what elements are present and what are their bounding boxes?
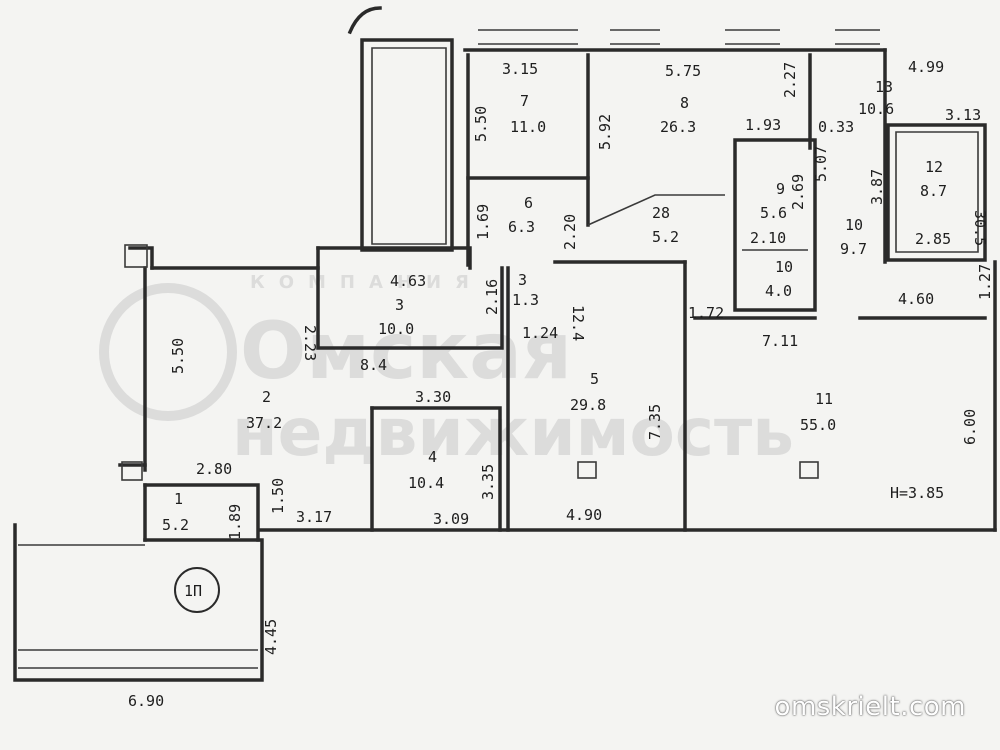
room-6-area: 6.3 <box>508 218 535 236</box>
dim: 2.80 <box>196 460 232 478</box>
room-2-number: 2 <box>262 388 271 406</box>
room-7-area: 11.0 <box>510 118 546 136</box>
stair-marker-circle <box>174 567 220 613</box>
dim: 2.27 <box>781 62 799 98</box>
room-3a-area: 1.3 <box>512 291 539 309</box>
dim: 3.09 <box>433 510 469 528</box>
dim: 1.69 <box>474 204 492 240</box>
dim: 3.17 <box>296 508 332 526</box>
dim: 2.10 <box>750 229 786 247</box>
dim: 4.99 <box>908 58 944 76</box>
dim: 7.11 <box>762 332 798 350</box>
dim: 2.69 <box>789 174 807 210</box>
room-12-area: 8.7 <box>920 182 947 200</box>
room-8-number: 8 <box>680 94 689 112</box>
dim: 3.15 <box>502 60 538 78</box>
room-28-area: 5.2 <box>652 228 679 246</box>
watermark: КОМПАНИЯ Омская недвижимость <box>99 272 794 471</box>
room-6-number: 6 <box>524 194 533 212</box>
dim: 1.89 <box>226 504 244 540</box>
dim: 5.75 <box>665 62 701 80</box>
pillar-left <box>121 461 143 481</box>
room-5-number: 5 <box>590 370 599 388</box>
dim: 4.60 <box>898 290 934 308</box>
room-1-number: 1 <box>174 490 183 508</box>
dim: 1.93 <box>745 116 781 134</box>
pillar-top-left <box>124 244 148 268</box>
room-10b-number: 10 <box>845 216 863 234</box>
dim: 5.50 <box>169 338 187 374</box>
room-9-area: 5.6 <box>760 204 787 222</box>
dim: 30.5 <box>971 210 989 246</box>
dim: 1.72 <box>688 304 724 322</box>
dim: 6.90 <box>128 692 164 710</box>
dim: 4.90 <box>566 506 602 524</box>
site-watermark: omskrielt.com <box>774 692 966 722</box>
room-13-number: 13 <box>875 78 893 96</box>
room-4-area: 10.4 <box>408 474 444 492</box>
dim: 5.92 <box>596 114 614 150</box>
dim: 1.24 <box>522 324 558 342</box>
dim: 4.45 <box>262 619 280 655</box>
room-11-area: 55.0 <box>800 416 836 434</box>
dim: 0.33 <box>818 118 854 136</box>
room-10a-number: 10 <box>775 258 793 276</box>
dim: 3.13 <box>945 106 981 124</box>
dim: 2.85 <box>915 230 951 248</box>
dim: 4.63 <box>390 272 426 290</box>
room-2-area: 37.2 <box>246 414 282 432</box>
dim: 1.27 <box>976 264 994 300</box>
room-10b-area: 9.7 <box>840 240 867 258</box>
room-10a-area: 4.0 <box>765 282 792 300</box>
watermark-line1: Омская <box>240 307 572 397</box>
dim: 8.4 <box>360 356 387 374</box>
watermark-line2: недвижимость <box>232 394 794 471</box>
pillar-room-11 <box>799 461 819 479</box>
watermark-top: КОМПАНИЯ <box>250 272 483 293</box>
room-9-number: 9 <box>776 180 785 198</box>
pillar-room-5 <box>577 461 597 479</box>
walls <box>13 6 997 682</box>
dim: 1.50 <box>269 478 287 514</box>
room-11-number: 11 <box>815 390 833 408</box>
room-1-area: 5.2 <box>162 516 189 534</box>
room-3-number: 3 <box>395 296 404 314</box>
stair-label: 1П <box>184 582 202 600</box>
room-5-area: 29.8 <box>570 396 606 414</box>
watermark-logo-ring <box>99 283 237 421</box>
height-note: Н=3.85 <box>890 484 944 502</box>
dim: 3.30 <box>415 388 451 406</box>
room-7-number: 7 <box>520 92 529 110</box>
room-13-area: 10.6 <box>858 100 894 118</box>
dim: 3.35 <box>479 464 497 500</box>
room-3a-number: 3 <box>518 271 527 289</box>
dim: 3.87 <box>868 169 886 205</box>
room-3-area: 10.0 <box>378 320 414 338</box>
room-labels: 7 11.0 8 26.3 13 10.6 6 6.3 28 5.2 9 5.6… <box>162 78 947 534</box>
dimension-labels: 3.15 5.75 2.27 4.99 5.50 5.92 1.93 0.33 … <box>128 58 994 710</box>
room-12-number: 12 <box>925 158 943 176</box>
room-4-number: 4 <box>428 448 437 466</box>
dim: 2.16 <box>483 279 501 315</box>
dim: 2.23 <box>301 325 319 361</box>
dim: 6.00 <box>961 409 979 445</box>
dim: 12.4 <box>569 305 587 341</box>
dim: 7.35 <box>646 404 664 440</box>
dim: 5.50 <box>472 106 490 142</box>
dim: 2.20 <box>561 214 579 250</box>
room-8-area: 26.3 <box>660 118 696 136</box>
dim: 5.07 <box>812 146 830 182</box>
room-28-number: 28 <box>652 204 670 222</box>
